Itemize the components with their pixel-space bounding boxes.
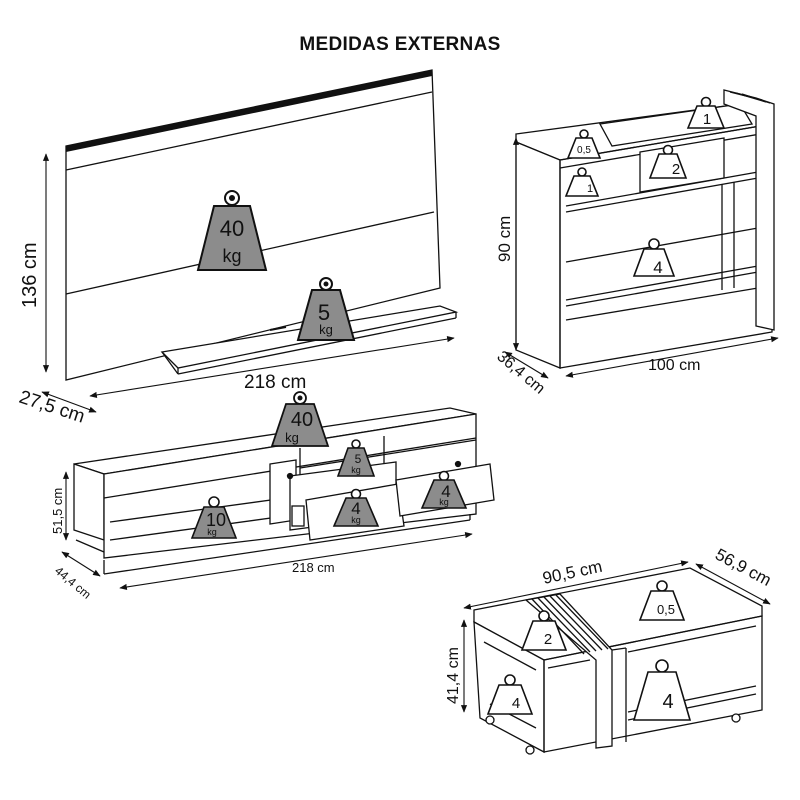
rack-weight-left-icon: 10 kg — [190, 496, 238, 539]
panel-height-label: 136 cm — [19, 242, 41, 308]
panel-weight-small-unit: kg — [319, 322, 333, 337]
shelf-weight-drawer-value: 2 — [672, 161, 680, 178]
panel-depth-label: 27,5 cm — [16, 387, 87, 428]
panel-dimension-lines — [41, 153, 455, 413]
rack-weight-niche-value: 5 — [355, 452, 362, 466]
rack-weight-drawer-right-unit: kg — [439, 497, 449, 507]
table-weight-top-left-value: 2 — [544, 631, 552, 648]
table-dimension-lines — [460, 560, 771, 713]
shelf-weight-inner-icon: 1 — [564, 167, 600, 197]
rack-weight-left-value: 10 — [206, 510, 226, 530]
rack-weight-drawer-right-icon: 4 kg — [420, 470, 468, 509]
rack-weight-drawer-left-icon: 4 kg — [332, 488, 380, 527]
panel-weight-large-icon: 40 kg — [196, 190, 268, 271]
shelf-weight-inner-value: 1 — [587, 183, 593, 195]
shelf-weight-lower-icon: 4 — [632, 238, 676, 277]
table-weight-top-right-icon: 0,5 — [638, 580, 686, 621]
shelf-width-label: 100 cm — [648, 357, 700, 374]
shelf-height-label: 90 cm — [495, 216, 514, 262]
rack-weight-drawer-left-value: 4 — [351, 499, 360, 518]
rack-weight-left-unit: kg — [207, 527, 217, 537]
rack-weight-niche-icon: 5 kg — [336, 439, 376, 477]
coffee-table — [473, 567, 763, 755]
shelf-weight-top-left-value: 0,5 — [577, 145, 591, 156]
shelf-dimension-lines — [504, 137, 779, 379]
shelf-weight-top-right-value: 1 — [703, 111, 711, 128]
rack-weight-top-icon: 40 kg — [270, 391, 330, 447]
table-depth-label: 56,9 cm — [712, 545, 774, 590]
rack-weight-drawer-left-unit: kg — [351, 515, 361, 525]
shelf-weight-drawer-icon: 2 — [648, 144, 688, 179]
rack-weight-niche-unit: kg — [351, 465, 361, 475]
panel-weight-small-value: 5 — [318, 300, 330, 325]
rack-height-label: 51,5 cm — [50, 488, 65, 534]
table-weight-lower-left-value: 4 — [512, 695, 520, 712]
rack-dimension-lines — [61, 471, 473, 590]
panel-width-label: 218 cm — [244, 372, 306, 393]
shelf-weight-top-left-icon: 0,5 — [566, 129, 602, 159]
table-weight-top-left-icon: 2 — [520, 610, 568, 651]
table-weight-lower-right-value: 4 — [662, 691, 673, 713]
table-weight-lower-right-icon: 4 — [632, 659, 692, 721]
shelf-unit — [515, 89, 775, 369]
tv-rack — [73, 407, 495, 575]
shelf-weight-top-right-icon: 1 — [686, 96, 726, 129]
diagram-title: MEDIDAS EXTERNAS — [299, 34, 501, 55]
rack-depth-label: 44,4 cm — [52, 564, 94, 602]
rack-width-label: 218 cm — [292, 560, 335, 575]
panel-weight-large-unit: kg — [222, 246, 241, 266]
tv-panel — [65, 69, 459, 381]
rack-weight-drawer-right-value: 4 — [441, 482, 450, 501]
table-width-label: 90,5 cm — [541, 557, 604, 588]
table-weight-top-right-value: 0,5 — [657, 602, 675, 617]
shelf-weight-lower-value: 4 — [653, 258, 662, 277]
panel-weight-small-icon: 5 kg — [296, 277, 356, 341]
rack-weight-top-unit: kg — [285, 430, 299, 445]
rack-weight-top-value: 40 — [291, 409, 313, 431]
table-height-label: 41,4 cm — [445, 647, 462, 704]
panel-weight-large-value: 40 — [220, 216, 244, 241]
table-weight-lower-left-icon: 4 — [486, 674, 534, 715]
